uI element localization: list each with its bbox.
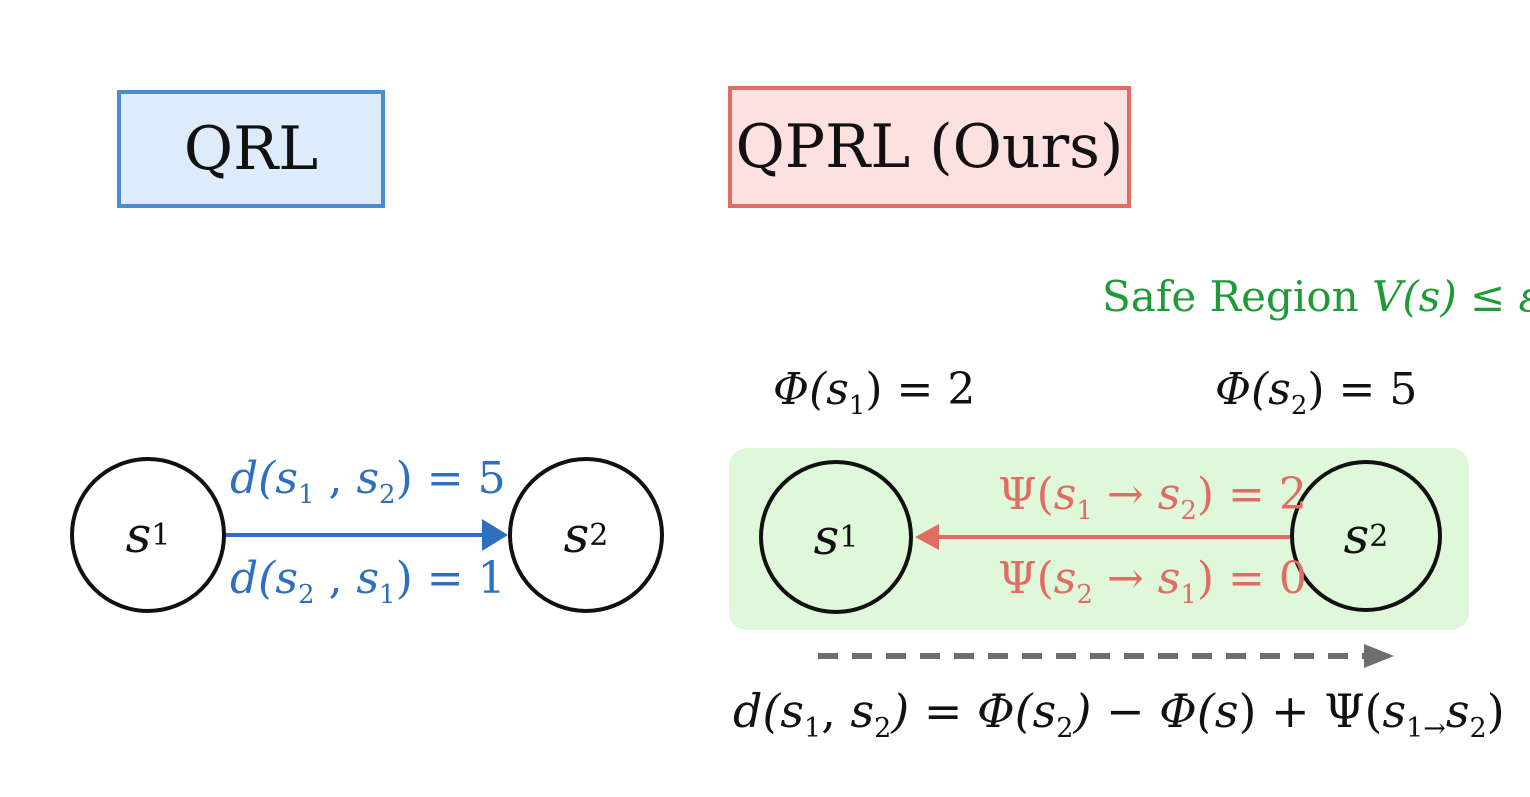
qprl-psi-backward-label: Ψ(s2 → s1) = 0 [998,553,1307,610]
qprl-edge-arrow [915,524,1290,550]
qprl-psi-forward-label: Ψ(s1 → s2) = 2 [998,469,1307,526]
qprl-title: QPRL (Ours) [735,112,1124,182]
qrl-title: QRL [183,114,319,184]
safe-region-text: Safe Region [1102,272,1373,321]
qrl-distance-backward-label: d(s2 , s1) = 1 [230,553,506,610]
qrl-distance-forward-label: d(s1 , s2) = 5 [230,453,506,510]
qrl-edge-arrow [226,519,508,551]
dashed-direction-arrow [818,644,1394,668]
safe-region-math: V(s) ≤ ε [1372,272,1530,321]
phi-s1-label: Φ(s1) = 2 [773,364,976,421]
distance-decomposition-formula: d(s1, s2) = Φ(s2) − Φ(s) + Ψ(s1→s2) [733,684,1505,745]
qprl-title-box: QPRL (Ours) [728,86,1131,208]
safe-region-label: Safe Region V(s) ≤ ε [1102,272,1530,321]
phi-s2-label: Φ(s2) = 5 [1215,364,1418,421]
qrl-title-box: QRL [117,90,385,208]
